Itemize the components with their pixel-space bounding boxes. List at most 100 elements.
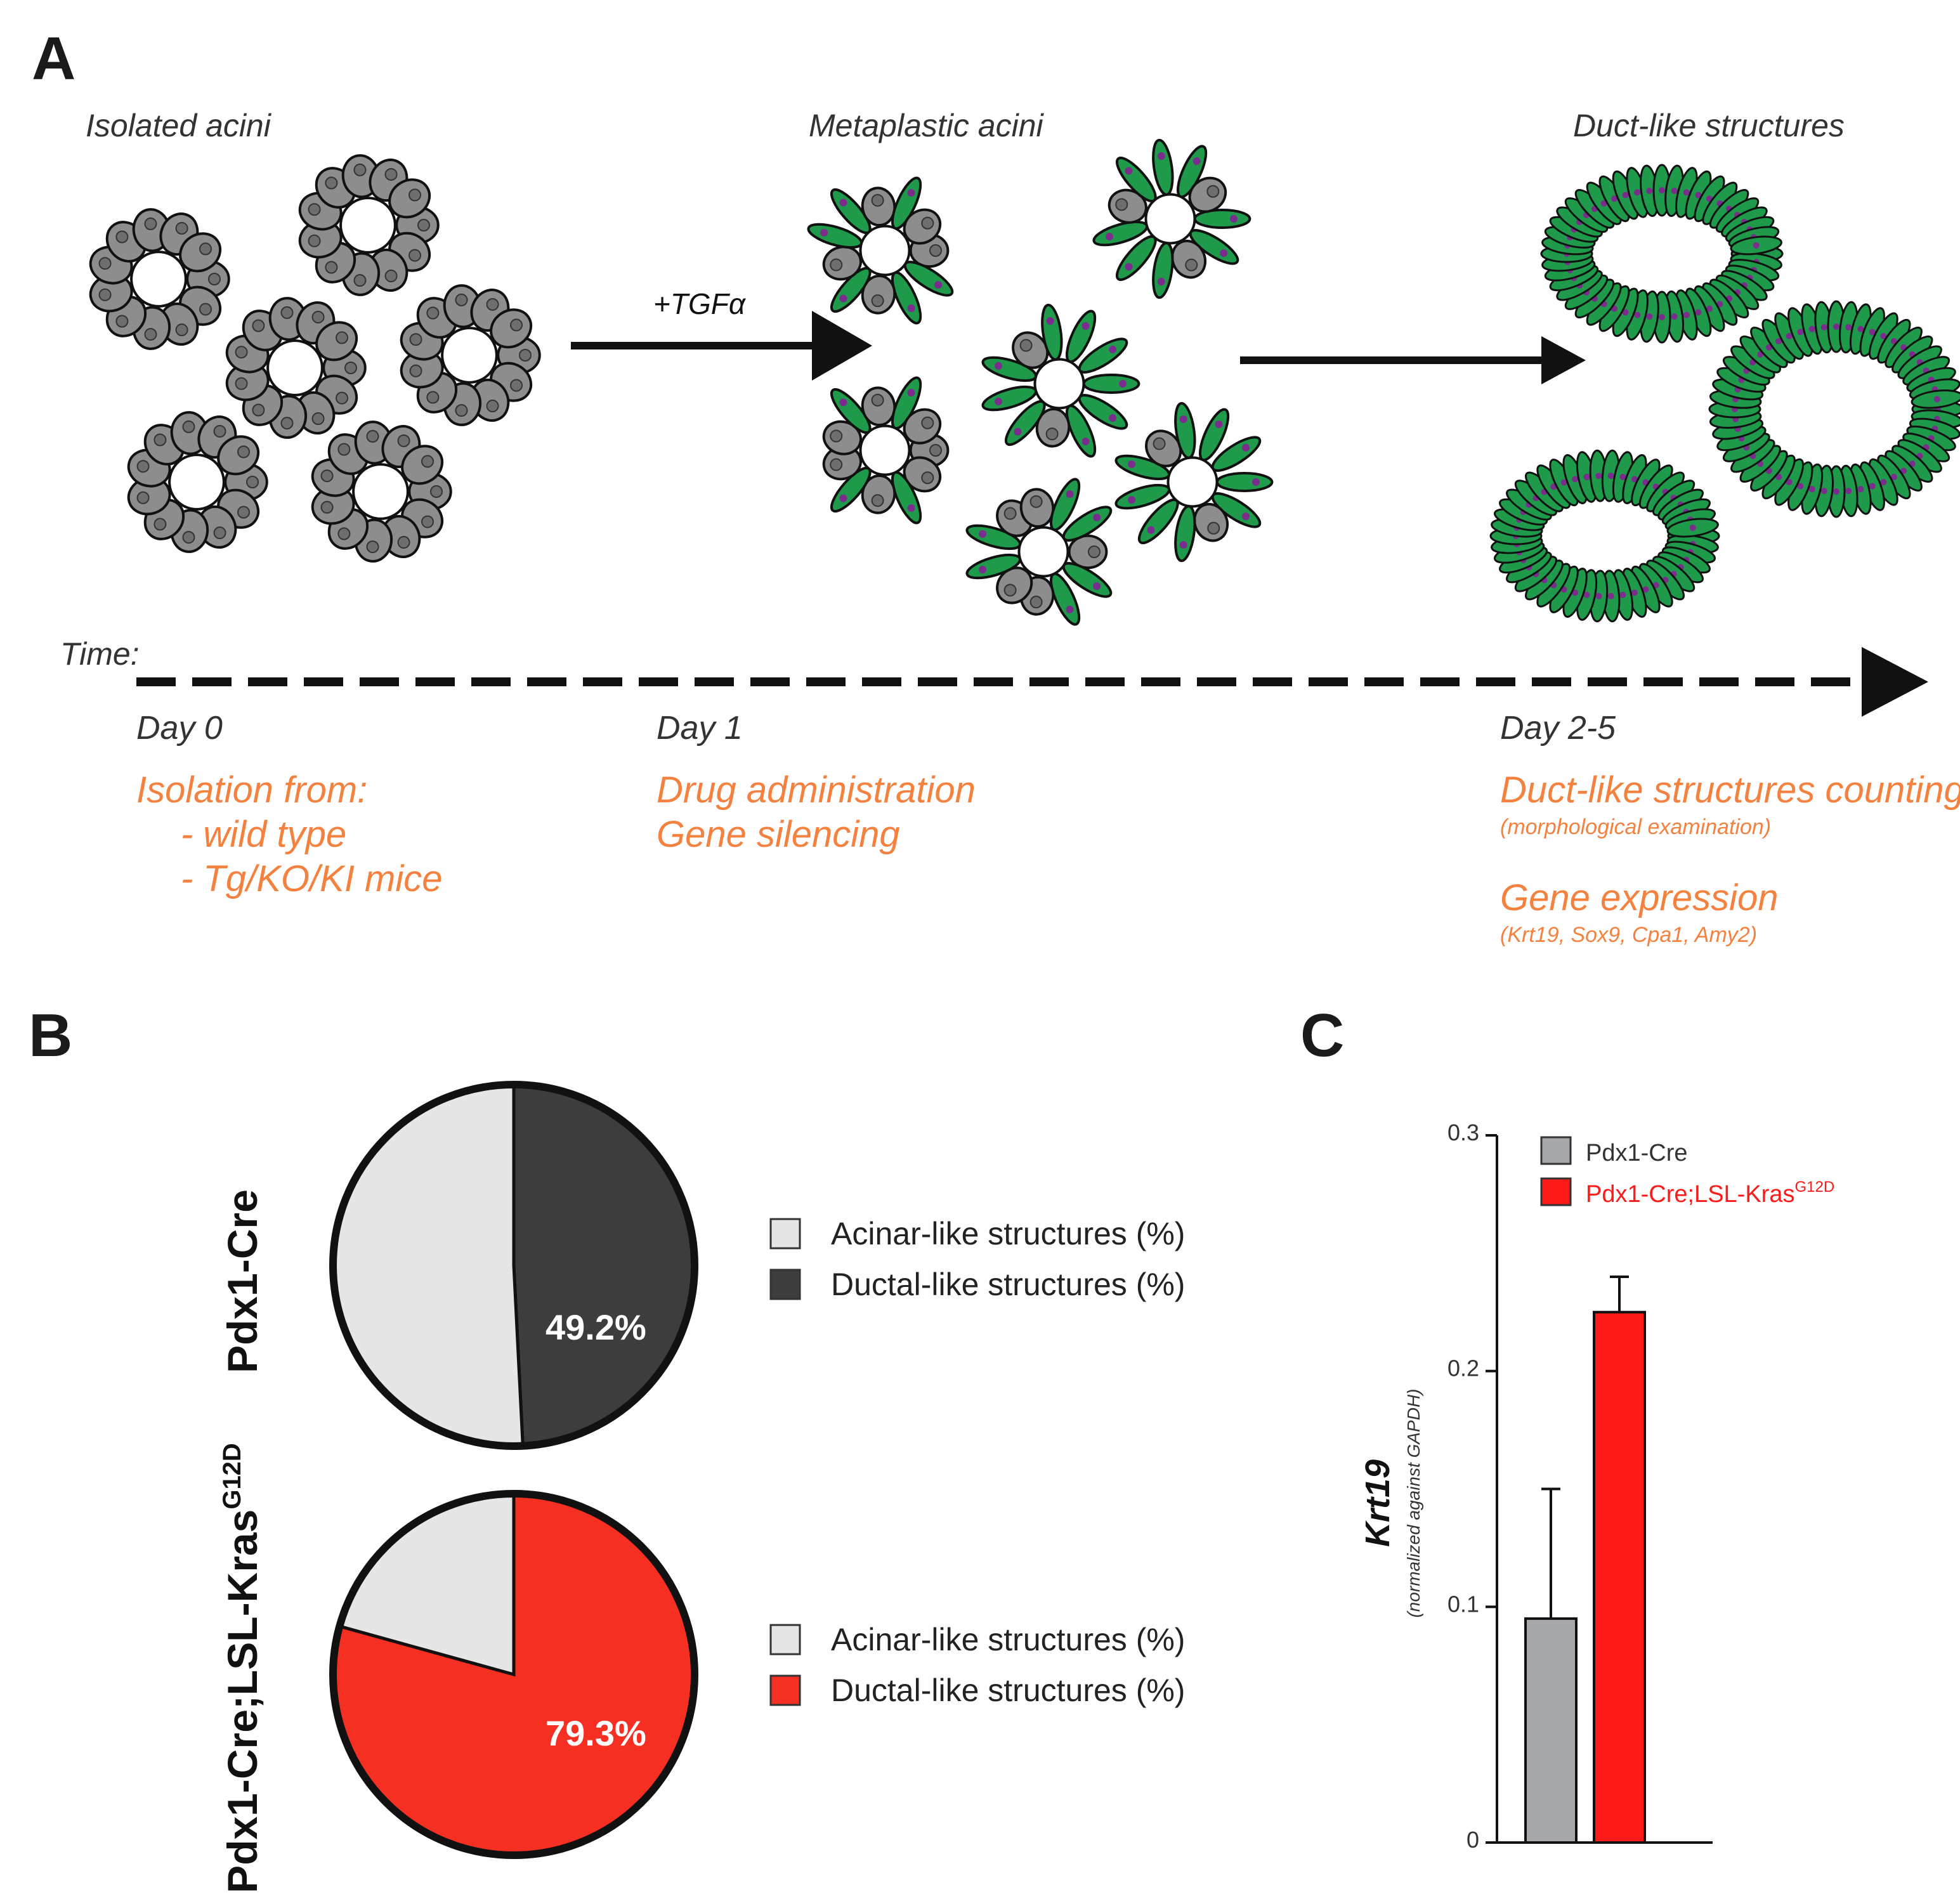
- cell-nucleus: [421, 455, 434, 468]
- cell-nucleus: [1192, 157, 1201, 166]
- pie1-legend: Acinar-like structures (%) Ductal-like s…: [769, 1216, 1185, 1302]
- acinar-cell: [861, 474, 896, 514]
- pie2-legend-swatch-acinar: [769, 1624, 801, 1655]
- cell-nucleus: [235, 377, 248, 390]
- ductal-cell: [1082, 374, 1140, 394]
- pie1-row-label: Pdx1-Cre: [219, 1189, 266, 1373]
- cell-nucleus: [1572, 589, 1579, 596]
- bar-legend-kras: Pdx1-Cre;LSL-KrasG12D: [1586, 1178, 1834, 1208]
- cell-nucleus: [213, 424, 226, 438]
- cell-nucleus: [455, 293, 468, 306]
- cell-nucleus: [830, 458, 843, 471]
- metaplastic-acinus: [981, 303, 1140, 458]
- panel-c-letter: C: [1300, 1002, 1344, 1069]
- cell-nucleus: [1583, 473, 1590, 480]
- cell-nucleus: [1808, 486, 1815, 493]
- cell-nucleus: [1808, 325, 1815, 332]
- ductal-cell: [1152, 242, 1174, 299]
- tgf-arrow: [571, 311, 872, 381]
- cell-nucleus: [235, 346, 248, 359]
- cell-nucleus: [1066, 605, 1074, 613]
- cell-nucleus: [308, 234, 321, 247]
- cell-nucleus: [408, 188, 422, 202]
- cell-nucleus: [1619, 473, 1626, 480]
- cell-nucleus: [252, 319, 265, 332]
- cell-nucleus: [1775, 338, 1782, 345]
- cell-nucleus: [839, 294, 847, 303]
- cell-nucleus: [1128, 460, 1136, 468]
- cell-nucleus: [839, 398, 847, 407]
- pie1-legend-ductal: Ductal-like structures (%): [831, 1267, 1185, 1302]
- cell-nucleus: [246, 476, 259, 488]
- cell-nucleus: [136, 460, 150, 473]
- cell-nucleus: [213, 526, 226, 540]
- cell-nucleus: [237, 506, 251, 519]
- acinar-cell: [179, 232, 222, 273]
- cell-nucleus: [1081, 437, 1090, 445]
- metaplastic-acinus: [965, 478, 1113, 626]
- cell-nucleus: [344, 362, 357, 374]
- cell-nucleus: [320, 469, 334, 483]
- stage-label-duct: Duct-like structures: [1573, 108, 1845, 143]
- cell-nucleus: [1753, 242, 1760, 249]
- isolated-acini-illustration: [89, 154, 541, 563]
- cell-nucleus: [1845, 323, 1852, 330]
- cell-nucleus: [979, 530, 987, 538]
- day-2-5-label: Day 2-5: [1500, 710, 1616, 747]
- cell-nucleus: [1695, 309, 1702, 316]
- cell-nucleus: [871, 494, 884, 507]
- cell-nucleus: [820, 228, 828, 237]
- cell-nucleus: [252, 403, 265, 417]
- cell-nucleus: [1631, 589, 1638, 596]
- cell-nucleus: [1786, 332, 1793, 339]
- pie-pdx1-cre: [329, 1081, 698, 1450]
- bar-legend: Pdx1-Cre Pdx1-Cre;LSL-KrasG12D: [1540, 1136, 1834, 1208]
- day1-line-1: Drug administration: [657, 769, 976, 811]
- cell-nucleus: [208, 273, 221, 285]
- cell-nucleus: [1659, 314, 1665, 320]
- cell-nucleus: [921, 471, 934, 485]
- cell-nucleus: [1088, 545, 1101, 558]
- cell-nucleus: [1869, 483, 1876, 490]
- progression-arrow: [1240, 336, 1586, 384]
- cell-nucleus: [182, 420, 195, 433]
- cell-nucleus: [308, 203, 321, 216]
- cell-nucleus: [995, 398, 1003, 406]
- cell-nucleus: [1659, 187, 1665, 193]
- isolated-acinus: [311, 421, 452, 563]
- cell-nucleus: [336, 391, 349, 405]
- cell-nucleus: [1230, 215, 1238, 223]
- bar-legend-pdx1: Pdx1-Cre: [1586, 1140, 1688, 1166]
- acinar-cell: [1035, 407, 1071, 448]
- bar: [1593, 1310, 1646, 1844]
- cell-nucleus: [1583, 592, 1590, 599]
- pie2-row-label: Pdx1-Cre;LSL-KrasG12D: [218, 1443, 266, 1893]
- duct-structure: [1708, 300, 1960, 518]
- cell-nucleus: [929, 244, 942, 257]
- pie-slice: [512, 1083, 696, 1448]
- cell-nucleus: [1833, 323, 1839, 330]
- cell-nucleus: [1845, 488, 1852, 495]
- cell-nucleus: [1147, 526, 1155, 534]
- pie2-legend-acinar: Acinar-like structures (%): [831, 1622, 1185, 1657]
- cell-nucleus: [237, 445, 251, 459]
- day-1-label: Day 1: [657, 710, 743, 747]
- cell-nucleus: [1093, 582, 1101, 591]
- cell-nucleus: [510, 379, 523, 392]
- pie2-legend: Acinar-like structures (%) Ductal-like s…: [769, 1622, 1185, 1708]
- acinus-lumen: [1017, 526, 1069, 578]
- cell-nucleus: [1215, 421, 1223, 429]
- cell-nucleus: [397, 434, 410, 447]
- cell-nucleus: [421, 515, 434, 528]
- cell-nucleus: [175, 221, 188, 235]
- cell-nucleus: [1595, 592, 1602, 599]
- day0-line-1: Isolation from:: [136, 769, 367, 811]
- cell-nucleus: [1128, 496, 1136, 504]
- cell-nucleus: [1242, 512, 1250, 521]
- acinar-cell: [861, 386, 896, 427]
- tgf-arrow-label: +TGFα: [653, 287, 747, 320]
- cell-nucleus: [353, 274, 367, 287]
- cell-nucleus: [839, 494, 847, 502]
- cell-nucleus: [1093, 513, 1101, 521]
- pie1-legend-acinar: Acinar-like structures (%): [831, 1216, 1185, 1251]
